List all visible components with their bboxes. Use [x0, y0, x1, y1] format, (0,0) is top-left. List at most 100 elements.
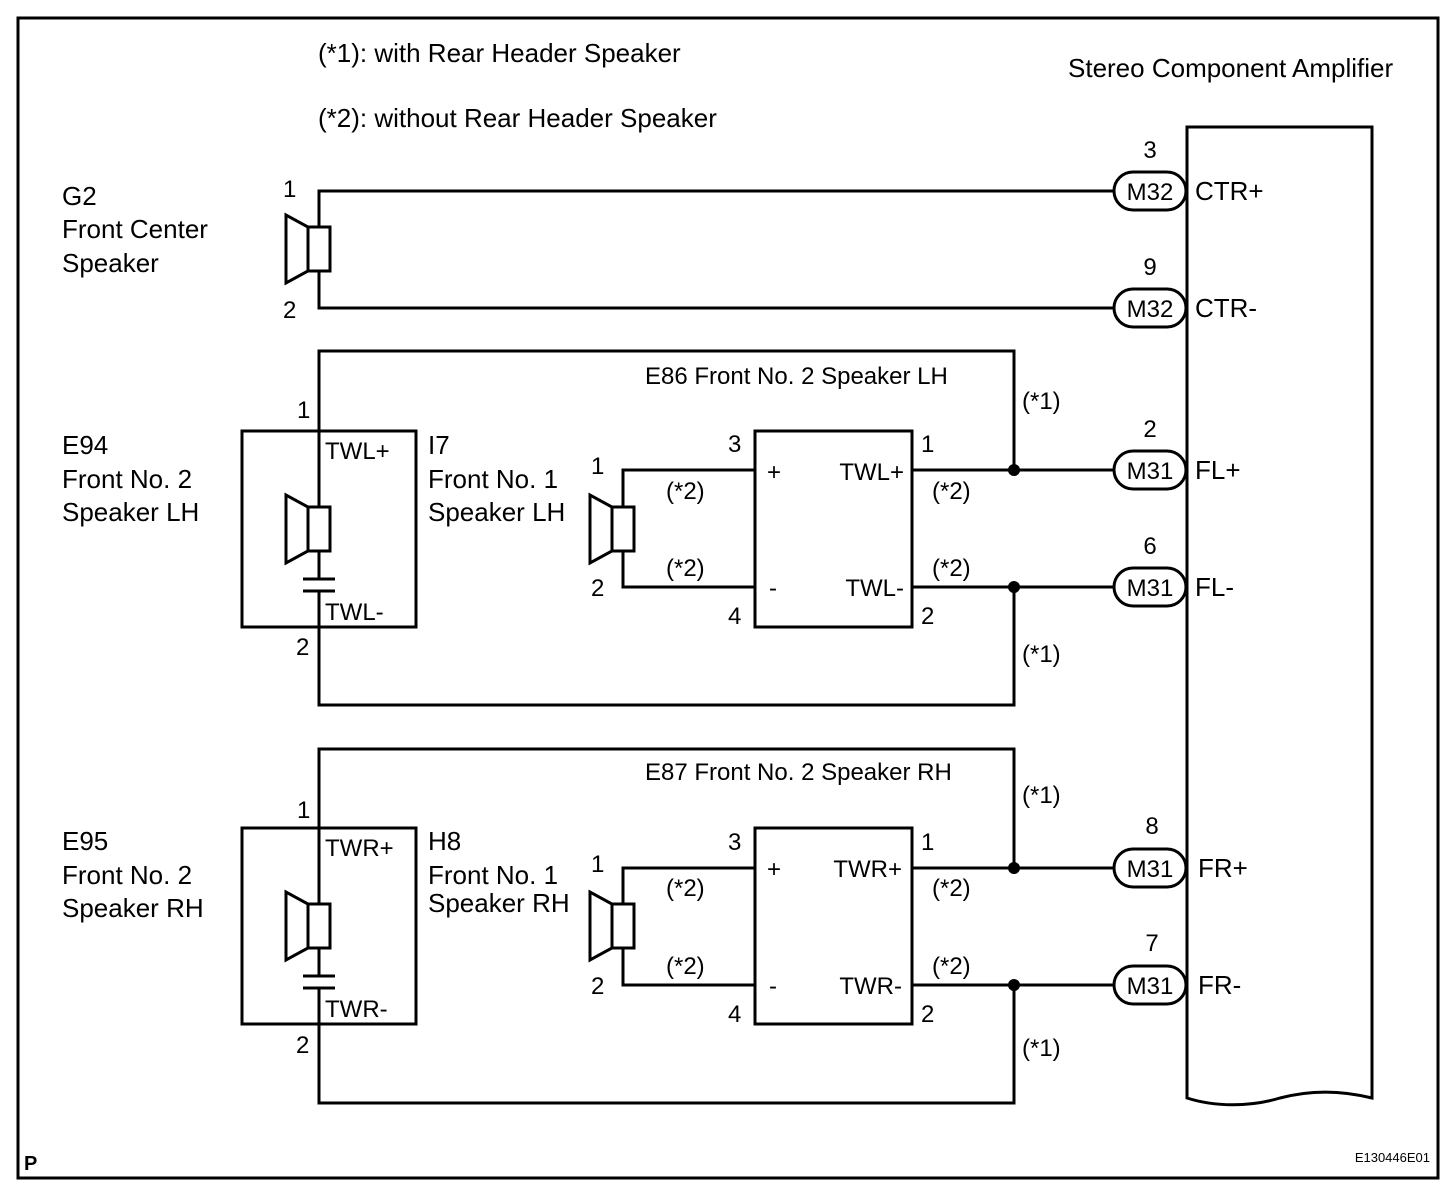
- rh-tweeter-term-neg: TWR-: [325, 996, 388, 1023]
- lh-speaker-wire-neg: [621, 551, 755, 589]
- wire-ctr-neg: [317, 271, 1114, 310]
- svg-text:3: 3: [1143, 137, 1156, 164]
- lh-network-out-pos: TWL+: [839, 459, 904, 486]
- svg-text:7: 7: [1145, 930, 1158, 957]
- lh-tweeter-name-2: Speaker LH: [62, 497, 199, 527]
- rh-marker-without-in-neg: (*2): [666, 953, 705, 980]
- rh-marker-without-in-pos: (*2): [666, 875, 705, 902]
- lh-marker-with-bottom: (*1): [1022, 641, 1061, 668]
- rh-network-out-pos: TWR+: [833, 856, 902, 883]
- lh-network-in-neg: -: [769, 575, 777, 602]
- wire-rh-with-pos: [317, 747, 1016, 868]
- lh-speaker-name-1: Front No. 1: [428, 464, 558, 494]
- rh-speaker-icon: [588, 889, 636, 963]
- rh-network-in-pos-pin: 3: [728, 829, 741, 856]
- lh-tweeter-pin-1: 1: [297, 397, 310, 424]
- lh-tweeter-pin-2: 2: [296, 634, 309, 661]
- rh-tweeter-term-pos: TWR+: [325, 835, 394, 862]
- svg-text:FL+: FL+: [1195, 455, 1241, 485]
- svg-text:CTR-: CTR-: [1195, 293, 1257, 323]
- rh-speaker-wire-neg: [621, 948, 755, 987]
- lh-network-out-neg-pin: 2: [921, 603, 934, 630]
- rh-tweeter-speaker-icon: [284, 889, 332, 963]
- lh-tweeter-term-pos: TWL+: [325, 438, 390, 465]
- lh-marker-without-in-pos: (*2): [666, 478, 705, 505]
- lh-speaker-icon: [588, 492, 636, 566]
- svg-text:M31: M31: [1127, 973, 1174, 1000]
- rh-speaker-name-1: Front No. 1: [428, 860, 558, 890]
- svg-text:M31: M31: [1127, 856, 1174, 883]
- rh-tweeter-pin-2: 2: [296, 1032, 309, 1059]
- rh-tweeter-code: E95: [62, 826, 108, 856]
- rh-junction-pos: [1008, 862, 1020, 874]
- rh-network-out-pos-pin: 1: [921, 829, 934, 856]
- rh-network-out-neg-pin: 2: [921, 1001, 934, 1028]
- lh-network-box: [753, 429, 914, 629]
- svg-text:M32: M32: [1127, 179, 1174, 206]
- rh-speaker-pin-1: 1: [591, 851, 604, 878]
- lh-marker-without-out-neg: (*2): [932, 555, 971, 582]
- rh-marker-without-out-neg: (*2): [932, 953, 971, 980]
- rh-tweeter-capacitor-icon: [303, 974, 335, 990]
- amp-terminal-ctr-pos: M32 3 CTR+: [1112, 137, 1264, 212]
- rh-network-title: E87 Front No. 2 Speaker RH: [645, 759, 952, 786]
- rh-speaker-pin-2: 2: [591, 973, 604, 1000]
- rh-network-in-pos: +: [767, 856, 781, 883]
- center-pin-1: 1: [283, 176, 296, 203]
- rh-network-in-neg-pin: 4: [728, 1001, 741, 1028]
- note-with-rear-header: (*1): with Rear Header Speaker: [318, 38, 681, 68]
- svg-text:8: 8: [1145, 813, 1158, 840]
- rh-tweeter-pin-1: 1: [297, 797, 310, 824]
- rh-marker-without-out-pos: (*2): [932, 875, 971, 902]
- note-without-rear-header: (*2): without Rear Header Speaker: [318, 103, 717, 133]
- rh-marker-with-top: (*1): [1022, 782, 1061, 809]
- rh-speaker-wire-pos: [621, 866, 755, 904]
- amp-terminal-fl-neg: M31 6 FL-: [1112, 533, 1234, 608]
- lh-network-title: E86 Front No. 2 Speaker LH: [645, 363, 948, 390]
- wire-ctr-pos: [317, 189, 1114, 227]
- lh-speaker-wire-pos: [621, 468, 755, 507]
- lh-speaker-code: I7: [428, 430, 450, 460]
- figure-code: E130446E01: [1355, 1150, 1430, 1165]
- rh-network-in-neg: -: [769, 973, 777, 1000]
- rh-junction-neg: [1008, 979, 1020, 991]
- svg-text:2: 2: [1143, 416, 1156, 443]
- lh-speaker-pin-2: 2: [591, 575, 604, 602]
- lh-tweeter-term-neg: TWL-: [325, 599, 384, 626]
- lh-tweeter-name-1: Front No. 2: [62, 464, 192, 494]
- rh-network-box: [753, 826, 914, 1026]
- lh-tweeter-speaker-icon: [284, 492, 332, 566]
- center-speaker-name-2: Speaker: [62, 248, 159, 278]
- wire-lh-with-pos: [317, 349, 1016, 470]
- lh-junction-pos: [1008, 464, 1020, 476]
- amplifier-title: Stereo Component Amplifier: [1068, 53, 1394, 83]
- lh-network-in-pos: +: [767, 459, 781, 486]
- svg-text:6: 6: [1143, 533, 1156, 560]
- lh-network-in-neg-pin: 4: [728, 603, 741, 630]
- page-marker: P: [24, 1153, 37, 1175]
- lh-speaker-name-2: Speaker LH: [428, 497, 565, 527]
- amp-terminal-fr-neg: M31 7 FR-: [1112, 930, 1241, 1006]
- lh-network-out-pos-pin: 1: [921, 431, 934, 458]
- center-speaker-code: G2: [62, 181, 97, 211]
- lh-network-out-neg: TWL-: [845, 575, 904, 602]
- svg-text:FL-: FL-: [1195, 572, 1234, 602]
- svg-text:M31: M31: [1127, 575, 1174, 602]
- center-pin-2: 2: [283, 297, 296, 324]
- lh-junction-neg: [1008, 581, 1020, 593]
- rh-marker-with-bottom: (*1): [1022, 1035, 1061, 1062]
- diagram-frame: [16, 16, 1440, 1180]
- lh-marker-without-in-neg: (*2): [666, 555, 705, 582]
- amplifier-body: [1185, 125, 1374, 1107]
- wire-lh-with-neg: [317, 587, 1016, 707]
- lh-speaker-pin-1: 1: [591, 453, 604, 480]
- amp-terminal-fr-pos: M31 8 FR+: [1112, 813, 1248, 889]
- lh-marker-with-top: (*1): [1022, 388, 1061, 415]
- lh-tweeter-code: E94: [62, 430, 108, 460]
- rh-speaker-name-2: Speaker RH: [428, 888, 570, 918]
- svg-text:M32: M32: [1127, 296, 1174, 323]
- lh-network-in-pos-pin: 3: [728, 431, 741, 458]
- svg-text:FR-: FR-: [1198, 970, 1241, 1000]
- wire-rh-with-neg: [317, 985, 1016, 1105]
